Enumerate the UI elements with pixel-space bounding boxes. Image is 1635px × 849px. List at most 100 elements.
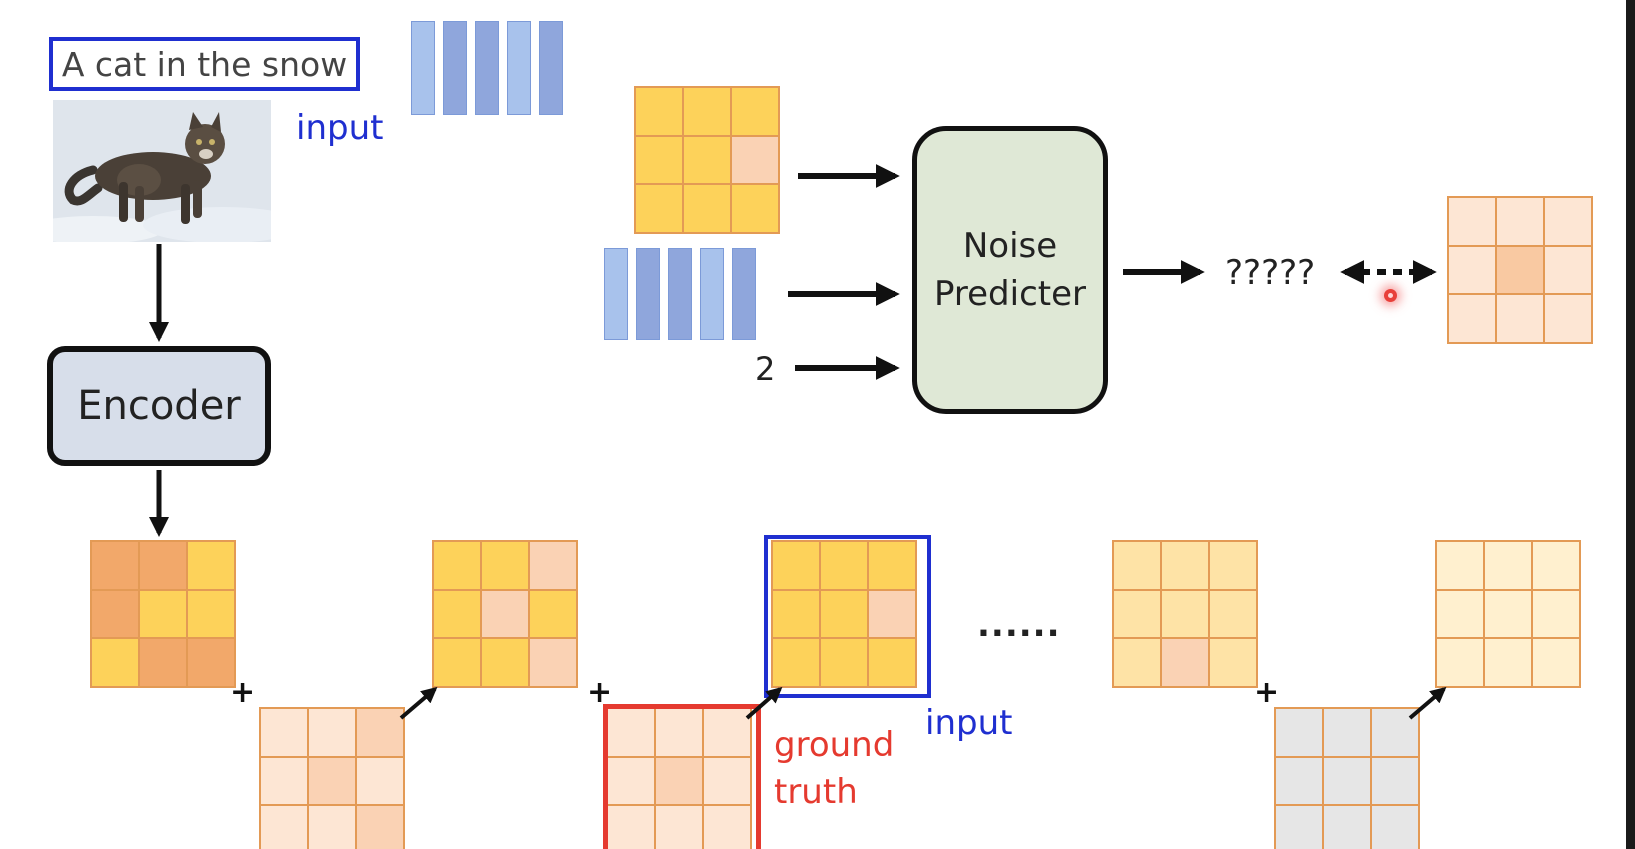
grid-cell	[1209, 638, 1257, 687]
step-number: 2	[755, 350, 776, 388]
grid-cell	[356, 756, 404, 806]
grid-cell	[187, 541, 235, 590]
grid-cell	[683, 135, 731, 185]
grid-cell	[260, 708, 308, 757]
grid-cell	[1161, 589, 1209, 639]
embedding-vector	[475, 21, 499, 115]
grid-cell	[481, 638, 529, 687]
grid-cell	[1323, 756, 1371, 806]
embedding-vector	[732, 248, 756, 340]
grid-cell	[139, 541, 187, 590]
grid-cell	[529, 638, 577, 687]
plus-sign-1: +	[230, 675, 256, 710]
grid-cell	[731, 87, 779, 136]
grid-cell	[139, 589, 187, 639]
grid-cell	[607, 756, 655, 806]
noise-predicter-label-line2: Predicter	[933, 274, 1086, 314]
grid-cell	[1371, 805, 1419, 849]
input-label-bottom: input	[925, 703, 1013, 743]
latent-clean-grid	[90, 540, 236, 688]
grid-cell	[1275, 708, 1323, 757]
grid-cell	[1113, 589, 1161, 639]
grid-cell	[731, 184, 779, 233]
grid-cell	[356, 708, 404, 757]
window-edge	[1626, 0, 1635, 849]
grid-cell	[1161, 541, 1209, 590]
grid-cell	[1496, 245, 1544, 295]
grid-cell	[187, 638, 235, 687]
embedding-vector	[443, 21, 467, 115]
encoder-block: Encoder	[47, 346, 271, 466]
grid-cell	[1209, 541, 1257, 590]
grid-cell	[1532, 589, 1580, 639]
embedding-vector	[539, 21, 563, 115]
truth-label: truth	[774, 772, 858, 812]
latent-late-grid	[1112, 540, 1258, 688]
grid-cell	[1544, 245, 1592, 295]
grid-cell	[1371, 756, 1419, 806]
arrow-truth-to-step2	[745, 686, 783, 720]
grid-cell	[731, 135, 779, 185]
grid-cell	[1113, 638, 1161, 687]
grid-cell	[1484, 541, 1532, 590]
grid-cell	[1448, 294, 1496, 343]
grid-cell	[308, 708, 356, 757]
latent-step2-grid	[771, 540, 917, 688]
predictor-input-latent	[634, 86, 780, 234]
embedding-vector	[700, 248, 724, 340]
noise-grid-1	[259, 707, 405, 849]
grid-cell	[820, 589, 868, 639]
grid-cell	[1209, 589, 1257, 639]
grid-cell	[868, 541, 916, 590]
grid-cell	[635, 184, 683, 233]
noise-ground-truth-grid	[606, 707, 752, 849]
grid-cell	[1496, 197, 1544, 246]
grid-cell	[1275, 805, 1323, 849]
grid-cell	[683, 87, 731, 136]
encoder-label: Encoder	[77, 383, 241, 429]
grid-cell	[1532, 541, 1580, 590]
grid-cell	[529, 541, 577, 590]
grid-cell	[772, 541, 820, 590]
plus-sign-3: +	[1254, 675, 1280, 710]
ground-label: ground	[774, 725, 895, 765]
cat-image	[53, 100, 271, 242]
grid-cell	[772, 589, 820, 639]
embedding-vector	[668, 248, 692, 340]
grid-cell	[635, 87, 683, 136]
ellipsis: ......	[977, 605, 1061, 645]
grid-cell	[1532, 638, 1580, 687]
grid-cell	[703, 756, 751, 806]
ground-truth-highlight-box	[603, 704, 761, 849]
embedding-vector	[411, 21, 435, 115]
arrow-noise1-to-step1	[399, 686, 438, 720]
cat-photo	[53, 100, 271, 242]
grid-cell	[655, 805, 703, 849]
embedding-vector	[604, 248, 628, 340]
prediction-placeholder: ?????	[1225, 253, 1316, 293]
grid-cell	[1448, 245, 1496, 295]
embedding-vector	[636, 248, 660, 340]
grid-cell	[433, 638, 481, 687]
grid-cell	[820, 541, 868, 590]
text-prompt-box: A cat in the snow	[49, 37, 360, 91]
grid-cell	[433, 589, 481, 639]
grid-cell	[1484, 638, 1532, 687]
latent-final-grid	[1435, 540, 1581, 688]
grid-cell	[683, 184, 731, 233]
grid-cell	[1436, 589, 1484, 639]
input-highlight-box	[764, 535, 931, 698]
target-noise-grid	[1447, 196, 1593, 344]
grid-cell	[820, 638, 868, 687]
grid-cell	[1323, 708, 1371, 757]
grid-cell	[868, 638, 916, 687]
grid-cell	[308, 805, 356, 849]
grid-cell	[868, 589, 916, 639]
grid-cell	[139, 638, 187, 687]
grid-cell	[187, 589, 235, 639]
grid-cell	[1496, 294, 1544, 343]
noise-predicter-label-line1: Noise	[962, 226, 1058, 266]
plus-sign-2: +	[587, 675, 613, 710]
